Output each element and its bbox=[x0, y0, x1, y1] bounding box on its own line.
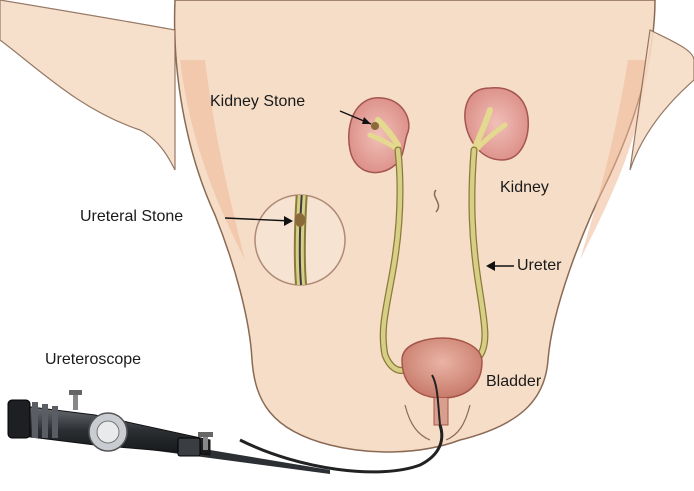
ureteral-stone-marker bbox=[295, 213, 305, 227]
label-kidney: Kidney bbox=[500, 180, 549, 196]
label-kidney-stone: Kidney Stone bbox=[210, 94, 305, 110]
kidney-stone-marker bbox=[371, 122, 379, 130]
torso bbox=[0, 0, 694, 452]
label-ureter: Ureter bbox=[517, 258, 561, 274]
label-bladder: Bladder bbox=[486, 374, 541, 390]
label-ureteral-stone: Ureteral Stone bbox=[80, 209, 183, 225]
label-ureteroscope: Ureteroscope bbox=[45, 352, 141, 368]
